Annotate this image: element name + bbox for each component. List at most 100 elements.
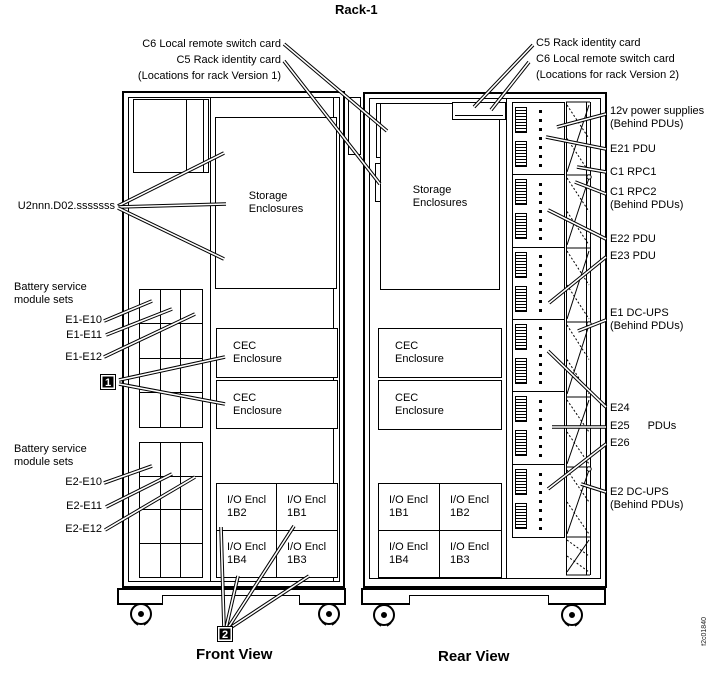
pdu-outlet-dots: [539, 182, 542, 240]
label-e25: E25: [610, 420, 630, 432]
rear-storage-label2: Enclosures: [412, 196, 468, 209]
label-e2-dc-ups: E2 DC-UPS (Behind PDUs): [610, 486, 684, 511]
front-cec1-label: CEC: [233, 340, 257, 352]
caster-hub: [569, 612, 575, 618]
callout-v2-line3: (Locations for rack Version 2): [536, 69, 680, 81]
battery-cell: [181, 393, 202, 427]
location-code-label: U2nnn.D02.sssssss: [17, 200, 115, 212]
caster-bracket: [321, 621, 327, 626]
pdu-label-strip: [515, 468, 527, 495]
pdu-label-strip: [515, 323, 527, 350]
pdu-column: [512, 102, 565, 538]
label-e26: E26: [610, 437, 630, 449]
pdu-module-5: [513, 392, 564, 465]
label-c1-rpc1: C1 RPC1: [610, 166, 657, 178]
inter-rack-bracket: [348, 97, 361, 155]
battery-cell: [181, 510, 202, 544]
battery-cell: [181, 443, 202, 477]
rear-cec2-label2: Enclosure: [395, 405, 444, 417]
callout-version1: C6 Local remote switch card C5 Rack iden…: [138, 36, 281, 84]
rear-card-slot-version2: [452, 102, 506, 120]
pdu-outlet-dots: [539, 326, 542, 385]
pdu-module-3: [513, 248, 564, 320]
caster-bracket: [376, 622, 382, 627]
pdu-outlet-dots: [539, 399, 542, 457]
label-e23-pdu: E23 PDU: [610, 250, 656, 262]
battery-cell: [181, 359, 202, 393]
pdu-label-strip: [515, 107, 527, 133]
callout-v2-line1: C5 Rack identity card: [536, 37, 641, 49]
pdu-module-4: [513, 320, 564, 393]
rear-cec-enclosure-1: CEC Enclosure: [378, 328, 502, 378]
caster-bracket: [564, 622, 570, 627]
pdu-module-2: [513, 175, 564, 248]
pdu-label-strip: [515, 285, 527, 312]
rear-storage-enclosures-box: Storage Enclosures: [380, 103, 500, 290]
pdu-outlet-dots: [539, 110, 542, 168]
battery-cell: [181, 477, 202, 510]
label-e25-pdus: E25 PDUs: [610, 420, 676, 433]
battery-cell: [160, 324, 182, 359]
battery-cell: [140, 358, 161, 393]
battery-cell: [140, 324, 161, 359]
caster-bracket: [574, 622, 580, 627]
label-pdus: PDUs: [647, 420, 677, 432]
pdu-label-strip: [515, 141, 527, 167]
rear-column-divider: [506, 98, 507, 579]
battery-cell: [160, 358, 182, 393]
pdu-label-strip: [515, 179, 527, 206]
badge-2: 2: [217, 626, 233, 642]
battery-cell: [140, 290, 161, 325]
battery-cell: [160, 476, 182, 510]
front-top-left-compartment: [133, 99, 209, 173]
callout-version2: C5 Rack identity card C6 Local remote sw…: [536, 35, 679, 83]
rear-cec1-label2: Enclosure: [395, 353, 444, 365]
label-e22-pdu: E22 PDU: [610, 233, 656, 245]
rear-cec2-label: CEC: [395, 392, 419, 404]
front-view-caption: Front View: [196, 646, 273, 663]
label-12v-power-supplies: 12v power supplies (Behind PDUs): [610, 105, 705, 130]
front-storage-label2: Enclosures: [248, 203, 304, 215]
caster-bracket: [386, 622, 392, 627]
label-e2-e12: E2-E12: [65, 523, 102, 535]
battery-cell: [181, 324, 202, 359]
label-e1-e10: E1-E10: [65, 314, 102, 326]
figure-id: f2c01840: [701, 617, 708, 646]
caster-bracket: [143, 621, 149, 626]
battery-cell: [160, 443, 182, 477]
label-e2-e10: E2-E10: [65, 476, 102, 488]
front-cec-enclosure-2: CEC Enclosure: [216, 380, 338, 429]
label-e1-dc-ups: E1 DC-UPS (Behind PDUs): [610, 307, 684, 332]
caster-wheel: [561, 604, 583, 626]
rear-cec-enclosure-2: CEC Enclosure: [378, 380, 502, 430]
front-cec1-label2: Enclosure: [233, 353, 282, 365]
caster-wheel: [373, 604, 395, 626]
front-cec2-label2: Enclosure: [233, 404, 282, 417]
rear-storage-label: Storage: [412, 183, 452, 196]
callout-v1-line2: C5 Rack identity card: [176, 54, 281, 66]
pdu-outlet-dots: [539, 254, 542, 312]
pdu-module-1: [513, 103, 564, 176]
front-rack-base-recess: [162, 595, 300, 605]
label-e2-e11: E2-E11: [66, 500, 102, 512]
pdu-label-strip: [515, 251, 527, 278]
callout-v2-line2: C6 Local remote switch card: [536, 53, 675, 65]
pdu-label-strip: [515, 357, 527, 384]
caster-bracket: [133, 621, 139, 626]
rear-rack-base-recess: [409, 595, 549, 605]
caster-wheel: [318, 603, 340, 625]
battery-grid-1: [139, 289, 203, 428]
battery-cell: [140, 392, 161, 427]
rear-cec1-label: CEC: [395, 340, 419, 352]
battery-grid-2: [139, 442, 203, 578]
battery-set1-title: Battery service module sets: [14, 281, 87, 306]
